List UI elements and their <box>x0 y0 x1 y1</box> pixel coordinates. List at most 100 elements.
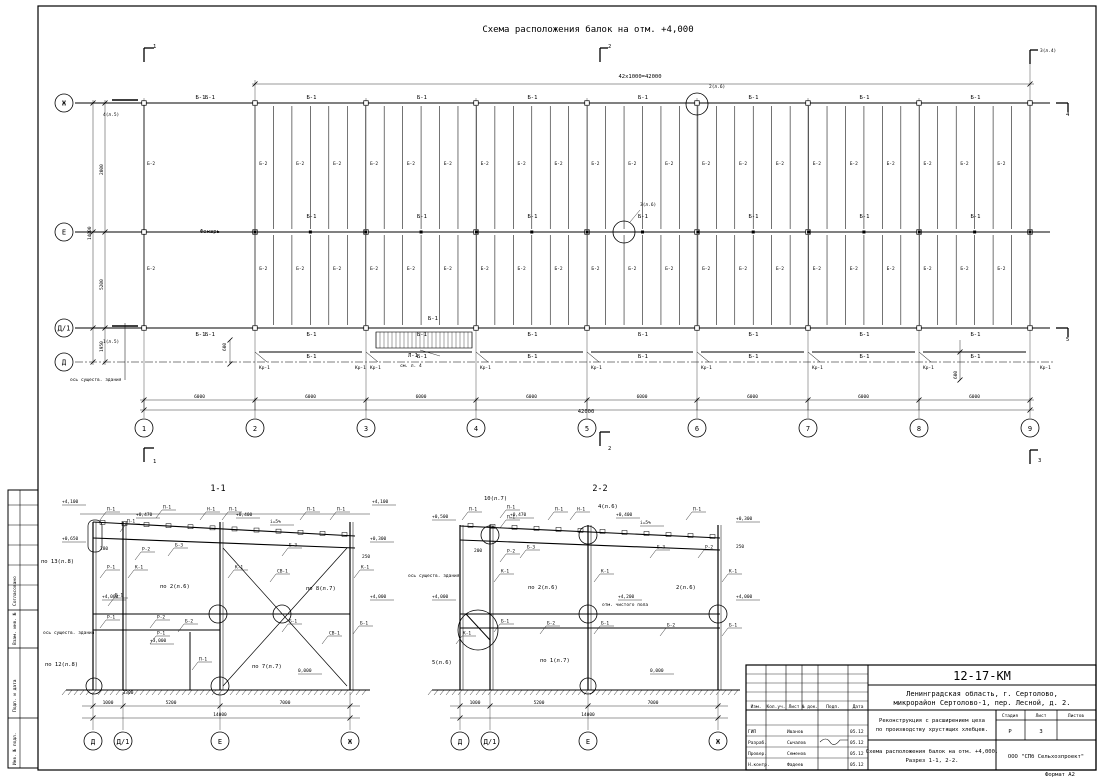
column-marker <box>363 325 369 331</box>
joist-label-lower: Б-2 <box>997 266 1005 272</box>
dim-tick <box>102 359 108 365</box>
joist-label-upper: Б-2 <box>444 161 452 167</box>
purlin <box>621 530 628 535</box>
ground-hatch <box>529 689 535 696</box>
axis-label: Ж <box>716 738 721 746</box>
tb-col-header: Лист <box>789 704 800 710</box>
kr-label: Кр-1 <box>701 365 712 371</box>
beam-node <box>751 230 755 234</box>
s11-label: П-1 <box>163 505 171 511</box>
joist-label-upper: Б-2 <box>628 161 636 167</box>
axis-col-label: 2 <box>253 425 257 433</box>
joist-label-lower: Б-2 <box>665 266 673 272</box>
purlin <box>297 530 304 535</box>
leader-line <box>167 547 175 557</box>
beam-node <box>364 230 368 234</box>
ground-hatch <box>673 689 679 696</box>
existing-building-label: ось существ. здания <box>70 378 122 383</box>
callout-circle <box>480 525 500 545</box>
ground-hatch <box>199 689 205 696</box>
leader-line <box>493 623 501 633</box>
callout-2: 2(л.6) <box>709 84 725 90</box>
address-line-1: Ленинградская область, г. Сертолово, <box>906 690 1058 698</box>
roof-beam-bottom <box>92 537 356 549</box>
s22-level: 0,000 <box>650 668 664 674</box>
ground-hatch <box>445 689 451 696</box>
beam-label-d1: Б-1 <box>638 332 648 338</box>
s22-callout: по 2(л.6) <box>528 585 558 591</box>
tb-name: Семенов <box>787 751 806 757</box>
sheet-frame <box>37 5 1097 771</box>
s11-label: Б-3 <box>175 543 183 549</box>
bracket-line <box>475 351 489 363</box>
ground-hatch <box>235 689 241 696</box>
s11-level: +3,000 <box>150 638 167 644</box>
dim-tick <box>694 397 700 403</box>
joist-label-left: Б-2 <box>147 266 155 272</box>
s11-label: П-1 <box>127 519 135 525</box>
s11-label: Б-2 <box>185 619 193 625</box>
s22-label: Б-3 <box>527 545 535 551</box>
ground-hatch <box>337 689 343 696</box>
leader-line <box>721 627 729 637</box>
ground-hatch <box>541 689 547 696</box>
beam-label-e: Б-1 <box>307 214 317 220</box>
dim-label: 280 <box>100 546 108 552</box>
joist-label-lower: Б-2 <box>444 266 452 272</box>
dim-tick <box>227 337 233 343</box>
dim-span-label: 6000 <box>637 394 648 400</box>
beam-label-zh: Б-1 <box>638 95 648 101</box>
callout-circle <box>85 677 103 695</box>
ground-hatch <box>439 689 445 696</box>
leader-line <box>659 627 667 637</box>
sheet-header: Лист <box>1036 713 1047 719</box>
ground-hatch <box>175 689 181 696</box>
dim-tick <box>715 715 721 721</box>
beam-label-d: Б-1 <box>528 354 538 360</box>
beam-label-d1: Б-1 <box>307 332 317 338</box>
purlin <box>687 533 694 538</box>
ground-hatch <box>433 689 439 696</box>
dim-tick <box>227 361 233 367</box>
s22-callout: 10(л.7) <box>484 496 507 502</box>
s22-level: +0,300 <box>736 516 753 522</box>
beam-label-d1: Б-1 <box>417 332 427 338</box>
project-line-1: Реконструкция с расширением цеха <box>879 718 985 724</box>
purlin <box>577 528 584 533</box>
section-mark-4: 4 <box>1066 112 1070 118</box>
s11-label: П-1 <box>337 507 345 513</box>
beam-node <box>696 230 700 234</box>
axis-label: Е <box>218 738 222 746</box>
sheet-title-2: Разрез 1-1, 2-2. <box>906 758 959 764</box>
s11-callout: по 12(л.8) <box>45 662 78 668</box>
dim-span-label: 6000 <box>858 394 869 400</box>
tb-date: 05.12 <box>850 762 864 768</box>
s11-level: +4,000 <box>102 594 119 600</box>
s11-level: +4,000 <box>370 594 387 600</box>
s11-label: Р-1 <box>107 565 115 571</box>
stamp-sign-date: Подп. и дата <box>12 679 18 712</box>
stamp-inv-sub: Взам. инв. № <box>12 612 18 645</box>
tb-date: 05.12 <box>850 751 864 757</box>
l1-label: Л-1 <box>408 353 418 359</box>
purlin <box>231 526 238 532</box>
joist-label-upper: Б-2 <box>924 161 932 167</box>
joist-label-upper: Б-2 <box>370 161 378 167</box>
beam-label-d: Б-1 <box>638 354 648 360</box>
beam-node <box>530 230 534 234</box>
axis-label: Е <box>586 738 590 746</box>
dim-label: 5200 <box>534 700 545 706</box>
column-marker <box>694 100 700 106</box>
dim-label: 7000 <box>648 700 659 706</box>
beam-label-e: Б-1 <box>971 214 981 220</box>
dim-span-label: 6000 <box>305 394 316 400</box>
leader-line <box>685 511 693 521</box>
s22-level: +4,000 <box>736 594 753 600</box>
s11-label: П-1 <box>107 507 115 513</box>
callout-circle <box>708 604 728 624</box>
dim-tick <box>90 100 96 106</box>
dim-tick <box>141 397 147 403</box>
joist-label-upper: Б-2 <box>739 161 747 167</box>
s11-label: Н-1 <box>207 507 215 513</box>
joist-label-lower: Б-2 <box>776 266 784 272</box>
